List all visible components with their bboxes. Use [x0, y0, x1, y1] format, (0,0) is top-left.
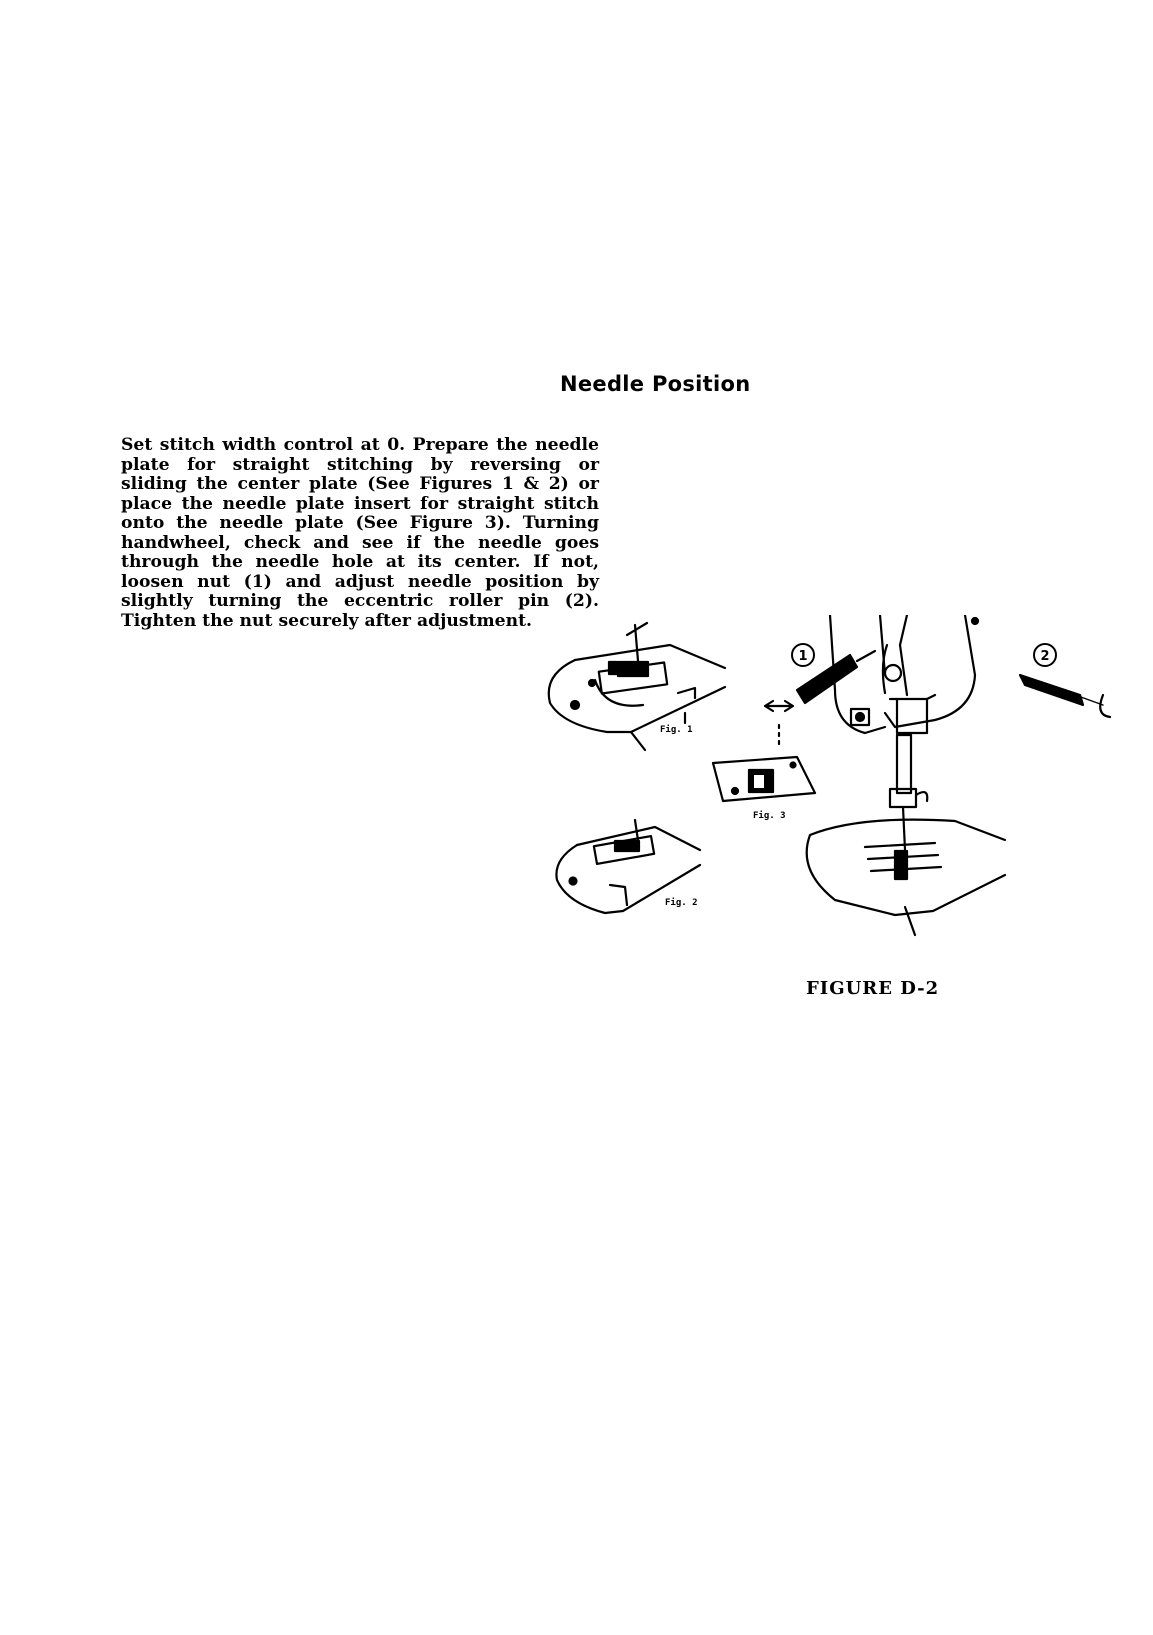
fig1-label: Fig. 1 — [660, 724, 693, 735]
callout-2: 2 — [1033, 643, 1057, 667]
section-title: Needle Position — [560, 372, 751, 396]
callout-2-label: 2 — [1040, 649, 1049, 664]
fig3-plate-insert-drawing — [711, 699, 817, 803]
fig1-needle-plate-drawing — [547, 621, 727, 752]
figure-caption: FIGURE D-2 — [806, 978, 940, 999]
machine-head-drawing — [795, 615, 1112, 937]
callout-1: 1 — [791, 643, 815, 667]
instruction-paragraph: Set stitch width control at 0. Prepare t… — [121, 435, 599, 631]
fig3-label: Fig. 3 — [753, 810, 786, 821]
illustration-svg: 1 2 Fig. 1 Fig. 3 Fig. 2 — [547, 615, 1112, 937]
callout-1-label: 1 — [798, 649, 807, 664]
needle-position-illustration: 1 2 Fig. 1 Fig. 3 Fig. 2 — [535, 615, 1153, 1005]
fig2-needle-plate-drawing — [555, 818, 702, 915]
fig2-label: Fig. 2 — [665, 897, 698, 908]
